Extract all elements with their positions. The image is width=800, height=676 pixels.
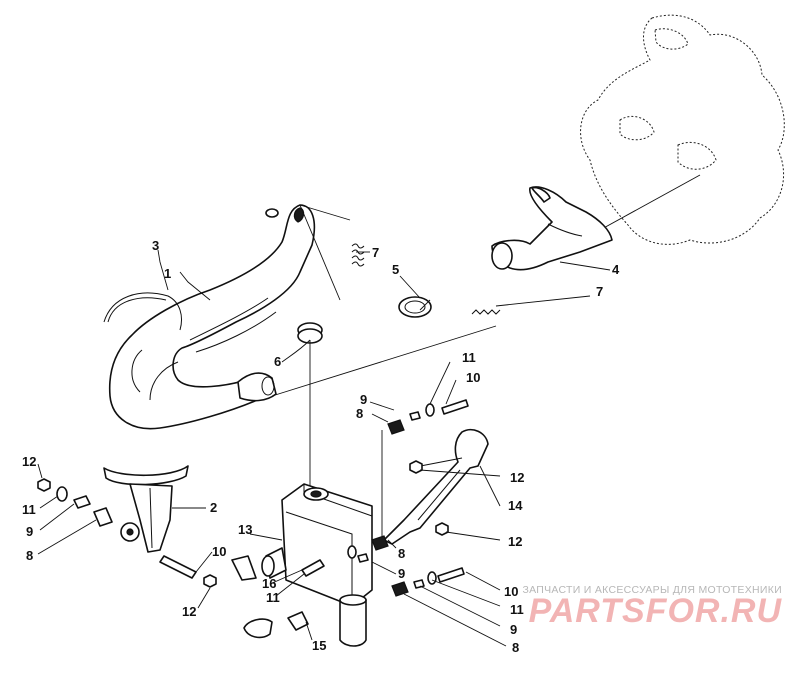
callout-12-right-mid: 12 <box>508 534 522 549</box>
clamp <box>243 611 309 639</box>
callout-10-top: 10 <box>466 370 480 385</box>
callout-12-right-top: 12 <box>510 470 524 485</box>
callout-8-mid: 8 <box>398 546 405 561</box>
watermark-caption: ЗАПЧАСТИ И АКСЕССУАРЫ ДЛЯ МОТОТЕХНИКИ <box>522 584 782 596</box>
callout-9-top: 9 <box>360 392 367 407</box>
engine-leader-line <box>599 174 701 231</box>
callout-11-left: 11 <box>22 502 36 517</box>
callout-3: 3 <box>152 238 159 253</box>
coupler-pipe <box>237 372 277 402</box>
rubber-mounts <box>93 419 409 597</box>
exhaust-manifold <box>491 186 613 271</box>
silencer <box>261 483 373 647</box>
callout-7-right: 7 <box>596 284 603 299</box>
callout-6: 6 <box>274 354 281 369</box>
nuts <box>37 460 449 588</box>
callout-4: 4 <box>612 262 620 277</box>
callout-9-left: 9 <box>26 524 33 539</box>
exhaust-seal-ring <box>398 296 432 318</box>
bolts <box>159 399 469 583</box>
callout-11-mid: 11 <box>266 590 280 605</box>
callout-8-left: 8 <box>26 548 33 563</box>
callout-labels: 3 1 7 5 4 7 6 11 10 9 8 12 12 11 2 14 9 … <box>22 238 620 655</box>
callout-11-bottom: 11 <box>510 602 524 617</box>
callout-11-top: 11 <box>462 350 476 365</box>
assembly-lines <box>271 204 497 540</box>
callout-7-top: 7 <box>372 245 379 260</box>
callout-9-bottom: 9 <box>510 622 517 637</box>
expansion-chamber <box>108 204 316 430</box>
callout-12-left: 12 <box>22 454 36 469</box>
callout-leaders <box>37 249 611 647</box>
callout-8-top: 8 <box>356 406 363 421</box>
mount-plate <box>231 555 257 581</box>
callout-1: 1 <box>164 266 171 281</box>
callout-9-mid: 9 <box>398 566 405 581</box>
engine-outline <box>580 14 785 245</box>
callout-10-bottom: 10 <box>504 584 518 599</box>
callout-16: 16 <box>262 576 276 591</box>
callout-15: 15 <box>312 638 326 653</box>
washers <box>56 403 437 585</box>
callout-2: 2 <box>210 500 217 515</box>
silencer-support-bracket <box>383 428 489 545</box>
watermark-logo: PARTSFOR.RU <box>528 592 782 630</box>
callout-12-bottom: 12 <box>182 604 196 619</box>
chamber-mount-bracket <box>103 465 189 553</box>
callout-13: 13 <box>238 522 252 537</box>
callout-5: 5 <box>392 262 399 277</box>
spacers <box>73 411 425 589</box>
callout-8-bottom: 8 <box>512 640 519 655</box>
callout-10-left: 10 <box>212 544 226 559</box>
callout-14: 14 <box>508 498 523 513</box>
grommet <box>297 322 323 344</box>
chamber-hanger-spring <box>103 292 182 331</box>
